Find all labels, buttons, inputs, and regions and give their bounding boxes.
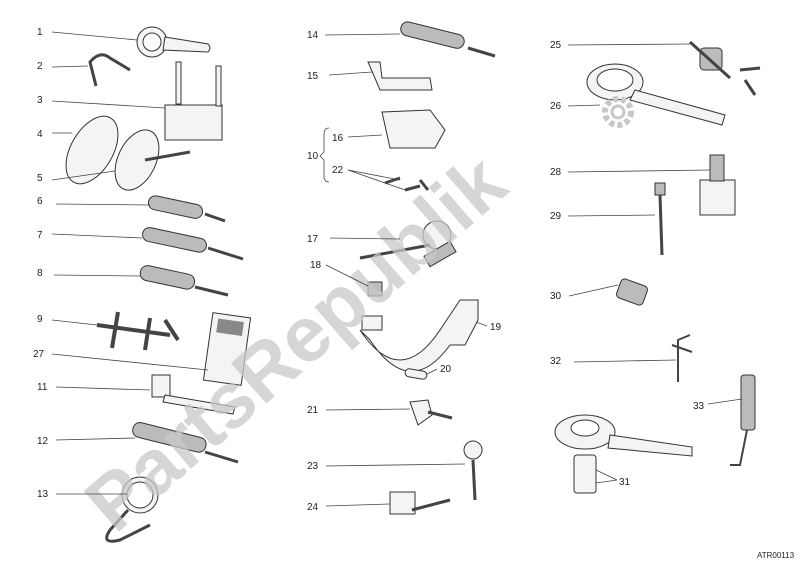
tool-20-dowel — [404, 368, 428, 380]
tool-3-bracket — [164, 61, 223, 141]
tool-32-pin — [671, 334, 693, 382]
callout-6: 6 — [37, 196, 43, 207]
tool-6-pin — [147, 195, 226, 223]
tool-21-tool — [409, 399, 453, 426]
callout-31: 31 — [619, 477, 631, 488]
callout-24: 24 — [307, 502, 319, 513]
tool-12-pin — [132, 422, 239, 464]
callout-12: 12 — [37, 436, 49, 447]
callout-9: 9 — [37, 314, 43, 325]
callout-25: 25 — [550, 40, 562, 51]
tool-4-disc — [65, 115, 119, 185]
callout-2: 2 — [37, 61, 43, 72]
callout-21: 21 — [307, 405, 319, 416]
tool-28-holder — [699, 154, 736, 216]
callout-13: 13 — [37, 489, 49, 500]
tool-33-tool — [730, 374, 756, 466]
tool-16-bracket — [381, 109, 446, 149]
watermark-gear-icon — [602, 96, 634, 128]
tool-25-puller — [688, 40, 761, 96]
callout-20: 20 — [440, 364, 452, 375]
tool-11-socket-wrench — [151, 374, 236, 415]
callout-labels: 1 2 3 4 5 6 7 8 9 27 11 12 13 14 15 10 1… — [33, 27, 795, 560]
callout-1: 1 — [37, 27, 43, 38]
callout-14: 14 — [307, 30, 319, 41]
callout-16: 16 — [332, 133, 344, 144]
callout-15: 15 — [307, 71, 319, 82]
tool-31-wrench — [554, 414, 693, 494]
tool-23-gauge — [463, 440, 483, 501]
callout-17: 17 — [307, 234, 319, 245]
tool-19-clamp — [359, 299, 479, 372]
callout-3: 3 — [37, 95, 43, 106]
tool-29-pin — [654, 182, 666, 256]
tool-7-pin — [142, 227, 244, 261]
tool-14-pin — [400, 21, 496, 58]
callout-10: 10 — [307, 151, 319, 162]
callout-22: 22 — [332, 165, 344, 176]
callout-11: 11 — [37, 382, 48, 393]
callout-4: 4 — [37, 129, 43, 140]
callout-19: 19 — [490, 322, 502, 333]
reference-code: ATR00113 — [757, 551, 795, 560]
tool-drawings — [65, 21, 761, 543]
tool-18-bushing — [367, 281, 383, 297]
callout-30: 30 — [550, 291, 562, 302]
callout-7: 7 — [37, 230, 43, 241]
callout-33: 33 — [693, 401, 705, 412]
callout-18: 18 — [310, 260, 322, 271]
tool-22-pins — [384, 176, 430, 192]
tool-2-hook — [88, 53, 131, 87]
tool-13-dial-gauge — [105, 476, 159, 543]
tool-17-tool — [359, 220, 457, 268]
tool-27-meter — [202, 312, 252, 386]
tool-30-bushing — [616, 278, 648, 306]
tool-24-clamp — [389, 491, 451, 515]
callout-8: 8 — [37, 268, 43, 279]
callout-28: 28 — [550, 167, 562, 178]
callout-27: 27 — [33, 349, 45, 360]
leader-lines — [51, 31, 743, 507]
tool-8-pin — [139, 265, 229, 297]
callout-29: 29 — [550, 211, 562, 222]
tool-15-plate — [367, 61, 433, 91]
callout-5: 5 — [37, 173, 43, 184]
tool-9-puller — [96, 311, 180, 351]
tool-1-wrench — [136, 26, 211, 58]
callout-32: 32 — [550, 356, 562, 367]
callout-26: 26 — [550, 101, 562, 112]
callout-23: 23 — [307, 461, 319, 472]
tool-26-ring-wrench — [586, 63, 726, 126]
tool-5-degree-wheel — [114, 129, 191, 191]
